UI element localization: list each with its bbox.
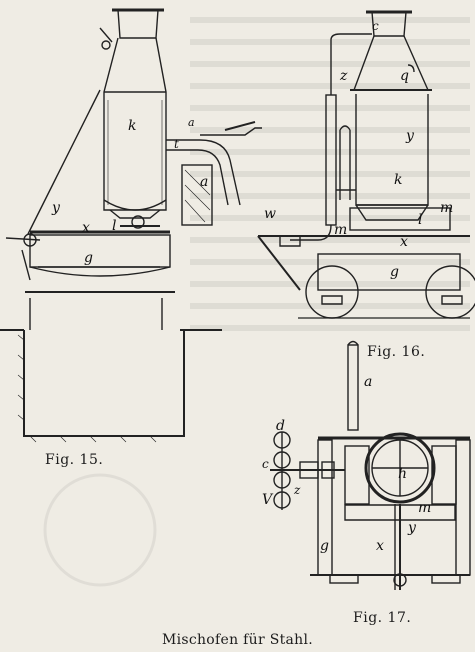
fig17-label-m: m — [418, 500, 431, 516]
fig16-label-y: y — [405, 128, 415, 144]
fig16-label-l: l — [418, 212, 422, 228]
fig16-label-z1: z — [339, 68, 348, 84]
fig16-label-g: g — [390, 264, 399, 280]
fig15-label-a: a — [188, 116, 195, 129]
fig16-label-q: q — [400, 68, 409, 84]
figure-17-caption: Fig. 17. — [353, 610, 412, 626]
fig16-label-k: k — [394, 172, 402, 188]
fig15-label-g: g — [84, 250, 93, 266]
fig16-label-c: c — [372, 19, 379, 33]
fig17-label-v: V — [262, 492, 274, 508]
fig15-label-a1: a — [200, 174, 208, 190]
figure-15-caption: Fig. 15. — [45, 452, 104, 468]
fig17-label-d: d — [276, 418, 285, 434]
fig17-label-c: c — [262, 457, 269, 471]
fig17-label-y: y — [407, 520, 417, 536]
fig16-label-x: x — [400, 234, 408, 250]
figure-16-caption: Fig. 16. — [367, 344, 426, 360]
fig16-label-w: w — [264, 206, 276, 222]
fig15-label-y: y — [51, 200, 61, 216]
fig15-label-t: t — [174, 137, 179, 151]
fig16-label-m2: m — [334, 222, 347, 238]
fig17-label-h: h — [398, 466, 407, 482]
fig15-label-l: l — [112, 218, 116, 234]
page-title: Mischofen für Stahl. — [161, 632, 314, 648]
fig15-label-x: x — [82, 220, 90, 236]
fig15-label-k: k — [128, 118, 136, 134]
fig17-label-a: a — [364, 374, 372, 390]
fig16-label-m1: m — [440, 200, 453, 216]
fig17-label-z1: z — [293, 483, 301, 497]
fig17-label-g: g — [320, 538, 329, 554]
fig17-label-x: x — [376, 538, 384, 554]
